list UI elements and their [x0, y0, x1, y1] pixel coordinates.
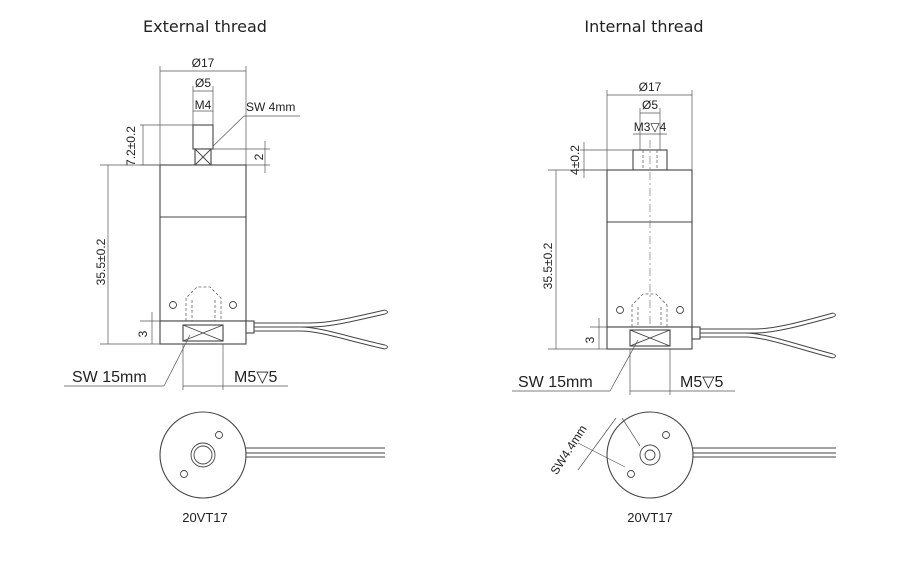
sw-4-4-dim-line [577, 417, 617, 471]
dim-label-2: 2 [252, 153, 266, 160]
cable-side-internal [700, 312, 836, 359]
top-view-stud [190, 442, 216, 468]
dim-label-sw4: SW 4mm [246, 100, 295, 114]
top-view-hole-1 [215, 431, 223, 439]
dim-diameter-17-internal: Ø17 [606, 80, 693, 170]
internal-thread-drawing: Internal thread Ø17 Ø5 M3▽4 [512, 17, 836, 525]
top-view-hole-1-internal [662, 431, 670, 439]
screw-hole-left [169, 301, 177, 309]
dim-label-d17: Ø17 [192, 56, 215, 70]
top-view-disc [159, 411, 247, 499]
dim-thread-m3: M3▽4 [633, 120, 667, 135]
dim-label-sw15: SW 15mm [72, 369, 147, 386]
external-thread-drawing: External thread Ø17 Ø5 M4 SW 4mm [64, 17, 388, 525]
top-view-boss-internal [639, 444, 661, 466]
dim-label-7-2: 7.2±0.2 [124, 126, 138, 166]
threaded-stud [192, 124, 214, 150]
top-view-external: 20VT17 [159, 411, 385, 525]
top-view-internal: SW4.4mm 20VT17 [548, 411, 836, 525]
dim-three-internal: 3 [583, 318, 607, 349]
dim-thread-m5-internal: M5▽5 [629, 349, 735, 395]
dim-label-d5-internal: Ø5 [642, 98, 658, 112]
cable-side [254, 309, 388, 350]
model-label-external: 20VT17 [182, 510, 228, 525]
dim-label-sw4-4: SW4.4mm [548, 423, 590, 478]
model-label-internal: 20VT17 [627, 510, 673, 525]
top-view-hole-2 [180, 470, 188, 478]
screw-hole-left-internal [616, 306, 624, 314]
dim-label-d17-internal: Ø17 [639, 80, 662, 94]
sw-4-4-ext-line-1 [621, 417, 641, 447]
dim-label-m3: M3▽4 [634, 120, 667, 134]
external-thread-title: External thread [143, 17, 267, 36]
dim-label-4: 4±0.2 [568, 145, 582, 175]
internal-cavity [185, 286, 222, 321]
dim-body-height-internal: 35.5±0.2 [541, 169, 607, 350]
dim-label-m5: M5▽5 [234, 369, 278, 386]
dim-label-35-5-internal: 35.5±0.2 [541, 242, 555, 289]
dim-sw-4mm: SW 4mm [206, 100, 300, 153]
sw-4-4-ext-line-2 [577, 442, 626, 468]
dim-sw-15mm-internal: SW 15mm [512, 339, 639, 392]
top-view-hole-2-internal [627, 470, 635, 478]
dim-diameter-5: Ø5 [192, 76, 214, 125]
dim-sw-15mm: SW 15mm [64, 334, 191, 387]
dim-diameter-5-internal: Ø5 [639, 98, 661, 150]
sensor-body-internal [606, 169, 693, 328]
dim-thread-m4: M4 [193, 98, 213, 112]
dim-diameter-17: Ø17 [159, 56, 247, 165]
dim-label-m5-internal: M5▽5 [680, 374, 724, 391]
dim-thread-m5: M5▽5 [182, 344, 288, 390]
dim-label-sw15-internal: SW 15mm [518, 374, 593, 391]
dim-three: 3 [136, 312, 160, 344]
cable-gland-internal [691, 326, 701, 340]
dim-two: 2 [211, 141, 270, 173]
cable-gland [245, 320, 255, 334]
dim-label-35-5: 35.5±0.2 [94, 238, 108, 285]
screw-hole-right-internal [676, 306, 684, 314]
internal-thread-title: Internal thread [584, 17, 703, 36]
top-view-disc-internal [606, 411, 694, 499]
dim-label-3-internal: 3 [583, 336, 597, 343]
dim-height-7-2: 7.2±0.2 [124, 124, 193, 166]
dim-label-d5: Ø5 [195, 76, 211, 90]
dim-label-m4: M4 [195, 98, 212, 112]
sensor-body [159, 164, 247, 322]
dim-label-3: 3 [136, 330, 150, 337]
screw-hole-right [229, 301, 237, 309]
dim-body-height: 35.5±0.2 [94, 164, 160, 345]
